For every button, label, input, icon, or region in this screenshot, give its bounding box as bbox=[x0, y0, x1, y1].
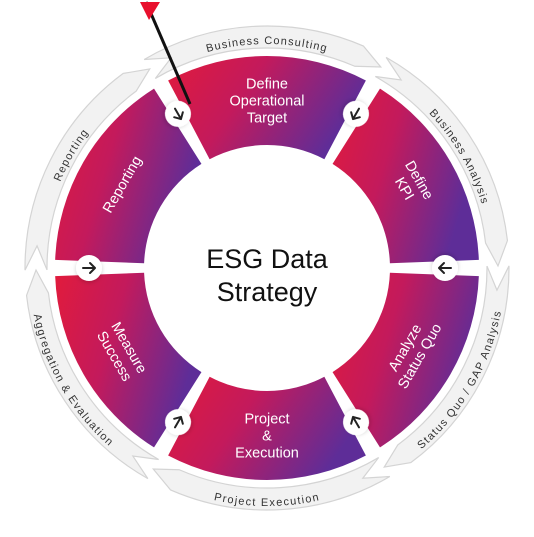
ring-segment bbox=[55, 272, 202, 448]
ring-segment bbox=[168, 56, 366, 160]
ring-segment bbox=[55, 88, 202, 264]
arrow-icon bbox=[165, 100, 191, 127]
arrow-icon bbox=[76, 255, 102, 281]
flag-icon bbox=[140, 1, 192, 105]
arrow-icon bbox=[343, 409, 369, 436]
arrow-icon bbox=[343, 100, 369, 127]
outer-band bbox=[24, 25, 510, 511]
center-circle bbox=[152, 153, 382, 383]
band-arrow bbox=[24, 68, 151, 271]
ring-segments bbox=[55, 56, 479, 480]
arrow-buttons bbox=[76, 100, 458, 436]
band-arrow bbox=[25, 268, 159, 480]
outer-label: Project Execution bbox=[213, 491, 321, 509]
arrow-icon bbox=[165, 409, 191, 436]
ring-segment bbox=[332, 88, 479, 264]
ring-segment bbox=[332, 272, 479, 448]
ring-segment bbox=[168, 376, 366, 480]
band-arrow bbox=[151, 457, 391, 511]
center-title-line2: Strategy bbox=[217, 277, 318, 307]
band-arrow bbox=[143, 25, 383, 79]
band-arrow bbox=[375, 56, 509, 268]
center-title-line1: ESG Data bbox=[206, 244, 329, 274]
arrow-icon bbox=[432, 255, 458, 281]
band-arrow bbox=[383, 265, 510, 468]
segment-label: Project&Execution bbox=[235, 412, 299, 462]
